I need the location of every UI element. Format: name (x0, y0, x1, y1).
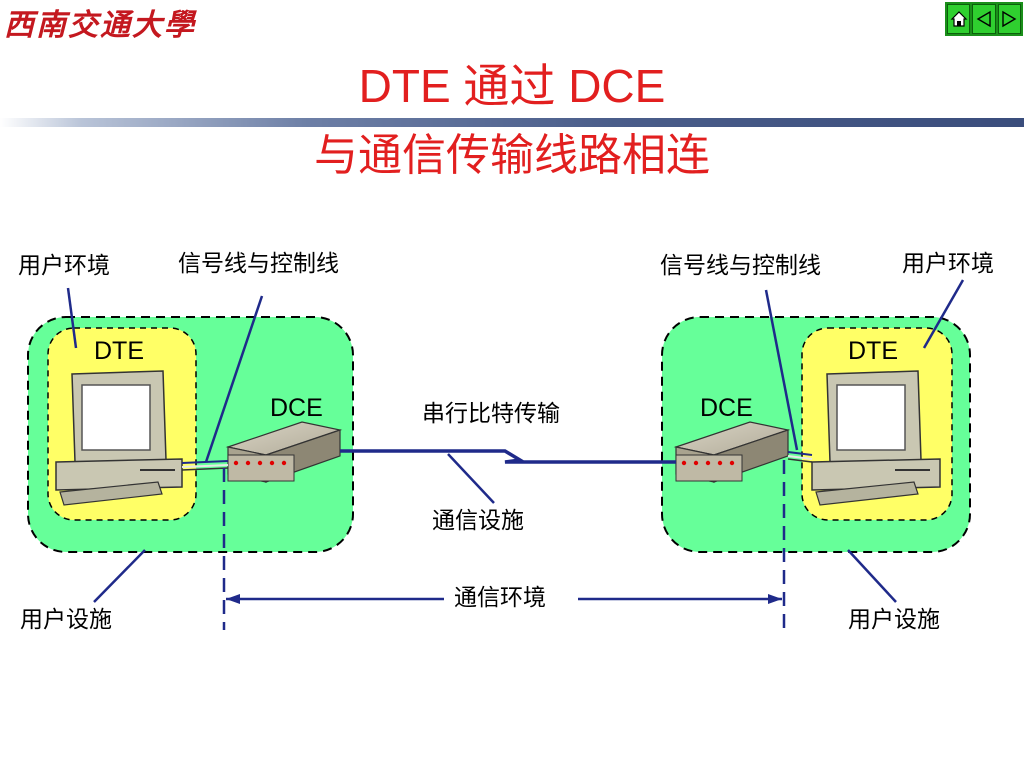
signal-cable-right (787, 451, 813, 463)
slide-title-line-1: DTE 通过 DCE (358, 60, 666, 112)
label-user-facility-right: 用户设施 (848, 607, 940, 633)
next-arrow-icon (1002, 10, 1017, 28)
label-signal-left: 信号线与控制线 (178, 251, 339, 277)
home-icon (950, 11, 968, 27)
dce-modem-right (673, 421, 791, 483)
dce-modem-left (225, 421, 343, 483)
label-comm-env: 通信环境 (454, 585, 546, 611)
signal-cable-left (181, 460, 229, 471)
slide-title-line-2: 与通信传输线路相连 (314, 130, 710, 181)
leader-signal-left (204, 295, 264, 463)
dte-computer-left (55, 370, 183, 506)
dte-computer-right (811, 370, 941, 506)
leader-user-env-right (922, 279, 965, 349)
leader-signal-right (764, 289, 799, 451)
prev-arrow-icon (976, 10, 991, 28)
label-user-facility-left: 用户设施 (20, 607, 112, 633)
label-user-env-left: 用户环境 (18, 253, 110, 279)
label-signal-right: 信号线与控制线 (660, 253, 821, 279)
label-comm-facility: 通信设施 (432, 508, 524, 534)
label-dte-left: DTE (94, 337, 144, 365)
label-dce-right: DCE (700, 394, 753, 422)
leader-user-facility-left (93, 549, 146, 603)
transmission-line (340, 449, 676, 464)
label-dce-left: DCE (270, 394, 323, 422)
previous-button[interactable] (972, 4, 996, 34)
home-button[interactable] (947, 4, 971, 34)
leader-comm-facility (447, 453, 495, 504)
navigation-bar (945, 2, 1023, 36)
next-button[interactable] (997, 4, 1021, 34)
leader-user-env-left (66, 287, 78, 349)
title-divider (0, 118, 1024, 127)
label-user-env-right: 用户环境 (902, 251, 994, 277)
university-logo: 西南交通大學 (4, 8, 196, 43)
label-dte-right: DTE (848, 337, 898, 365)
comm-env-arrow (226, 594, 782, 604)
label-serial-transmission: 串行比特传输 (422, 401, 560, 427)
leader-user-facility-right (847, 549, 897, 603)
